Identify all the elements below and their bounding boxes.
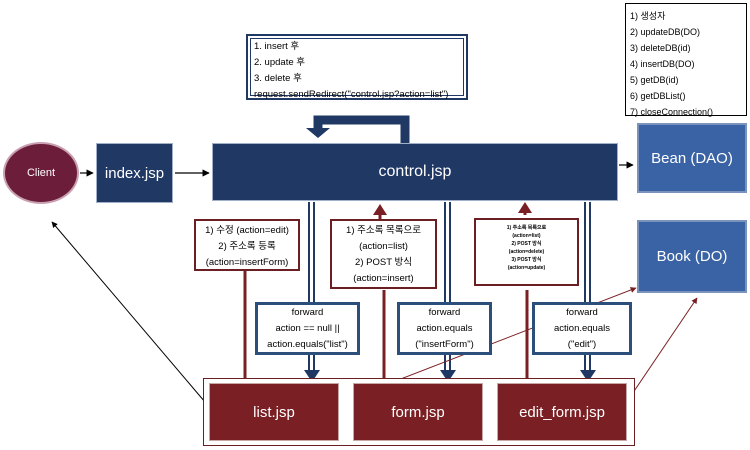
client-node: Client	[3, 142, 79, 204]
bean-dao-node: Bean (DAO)	[637, 123, 747, 193]
request-note-list: 1) 수정 (action=edit) 2) 주소록 등록 (action=in…	[194, 219, 300, 271]
redirect-note-line: 2. update 후	[254, 57, 305, 68]
index-jsp-node: index.jsp	[96, 143, 173, 203]
book-do-node: Book (DO)	[637, 220, 747, 293]
form-jsp-node: form.jsp	[353, 383, 483, 441]
arrow-form-up-head	[373, 204, 387, 215]
note-line: ("insertForm")	[415, 339, 474, 350]
note-line: (action=list)	[512, 233, 541, 239]
fwd-edit-head	[580, 370, 596, 382]
request-note-form: 1) 주소록 목록으로 (action=list) 2) POST 방식 (ac…	[330, 219, 437, 289]
form-jsp-label: form.jsp	[391, 403, 445, 421]
note-line: action.equals	[554, 323, 610, 334]
control-jsp-node: control.jsp	[212, 143, 618, 201]
forward-note-form: forward action.equals ("insertForm")	[397, 302, 492, 355]
note-line: 1) 주소록 목록으로	[346, 225, 421, 236]
fwd-form-head	[440, 370, 456, 382]
control-jsp-label: control.jsp	[378, 163, 452, 180]
redirect-loop-arrowhead	[306, 128, 330, 138]
dao-method: 3) deleteDB(id)	[630, 43, 691, 53]
note-line: 2) POST 방식	[511, 241, 542, 247]
forward-note-list: forward action == null || action.equals(…	[255, 302, 360, 355]
client-label: Client	[26, 167, 56, 179]
note-line: ("edit")	[567, 339, 597, 350]
arrow-edit-up-head	[518, 202, 532, 213]
note-line: (action=list)	[359, 241, 408, 252]
forward-note-edit: forward action.equals ("edit")	[532, 302, 632, 355]
arrow-list-client	[51, 221, 206, 403]
book-do-label: Book (DO)	[656, 248, 728, 265]
note-line: forward	[566, 307, 598, 318]
dao-method: 2) updateDB(DO)	[630, 27, 701, 37]
dao-method: 7) closeConnection()	[630, 107, 714, 117]
redirect-note: 1. insert 후 2. update 후 3. delete 후 requ…	[246, 34, 468, 100]
note-line: 2) POST 방식	[355, 257, 412, 268]
note-line: (action=insertForm)	[205, 257, 289, 268]
note-line: 1) 주소록 목록으로	[506, 225, 547, 231]
note-line: (action=insert)	[353, 273, 414, 284]
dao-method: 4) insertDB(DO)	[630, 59, 695, 69]
redirect-note-line: request.sendRedirect("control.jsp?action…	[254, 89, 449, 100]
list-jsp-node: list.jsp	[209, 383, 339, 441]
dao-method: 1) 생성자	[630, 11, 666, 21]
dao-method-list: 1) 생성자 2) updateDB(DO) 3) deleteDB(id) 4…	[625, 3, 747, 117]
note-line: 1) 수정 (action=edit)	[205, 225, 289, 236]
note-line: 3) POST 방식	[511, 257, 542, 263]
note-line: 2) 주소록 등록	[218, 241, 276, 252]
redirect-loop-arrow	[313, 115, 410, 143]
redirect-note-line: 1. insert 후	[254, 41, 300, 52]
note-line: action.equals	[416, 323, 473, 334]
note-line: (action=delete)	[508, 249, 545, 255]
request-note-edit: 1) 주소록 목록으로 (action=list) 2) POST 방식 (ac…	[474, 218, 579, 286]
bean-dao-label: Bean (DAO)	[651, 149, 733, 167]
fwd-list-head	[304, 370, 320, 382]
edit-form-jsp-node: edit_form.jsp	[497, 383, 627, 441]
redirect-note-line: 3. delete 후	[254, 73, 302, 84]
index-jsp-label: index.jsp	[104, 164, 165, 182]
dao-method: 6) getDBList()	[630, 91, 686, 101]
note-line: action.equals("list")	[267, 339, 348, 350]
note-line: (action=update)	[507, 265, 546, 271]
edit-form-jsp-label: edit_form.jsp	[519, 403, 605, 421]
note-line: forward	[291, 307, 324, 318]
dao-method: 5) getDB(id)	[630, 75, 679, 85]
list-jsp-label: list.jsp	[253, 403, 295, 421]
note-line: action == null ||	[275, 323, 340, 334]
note-line: forward	[428, 307, 461, 318]
